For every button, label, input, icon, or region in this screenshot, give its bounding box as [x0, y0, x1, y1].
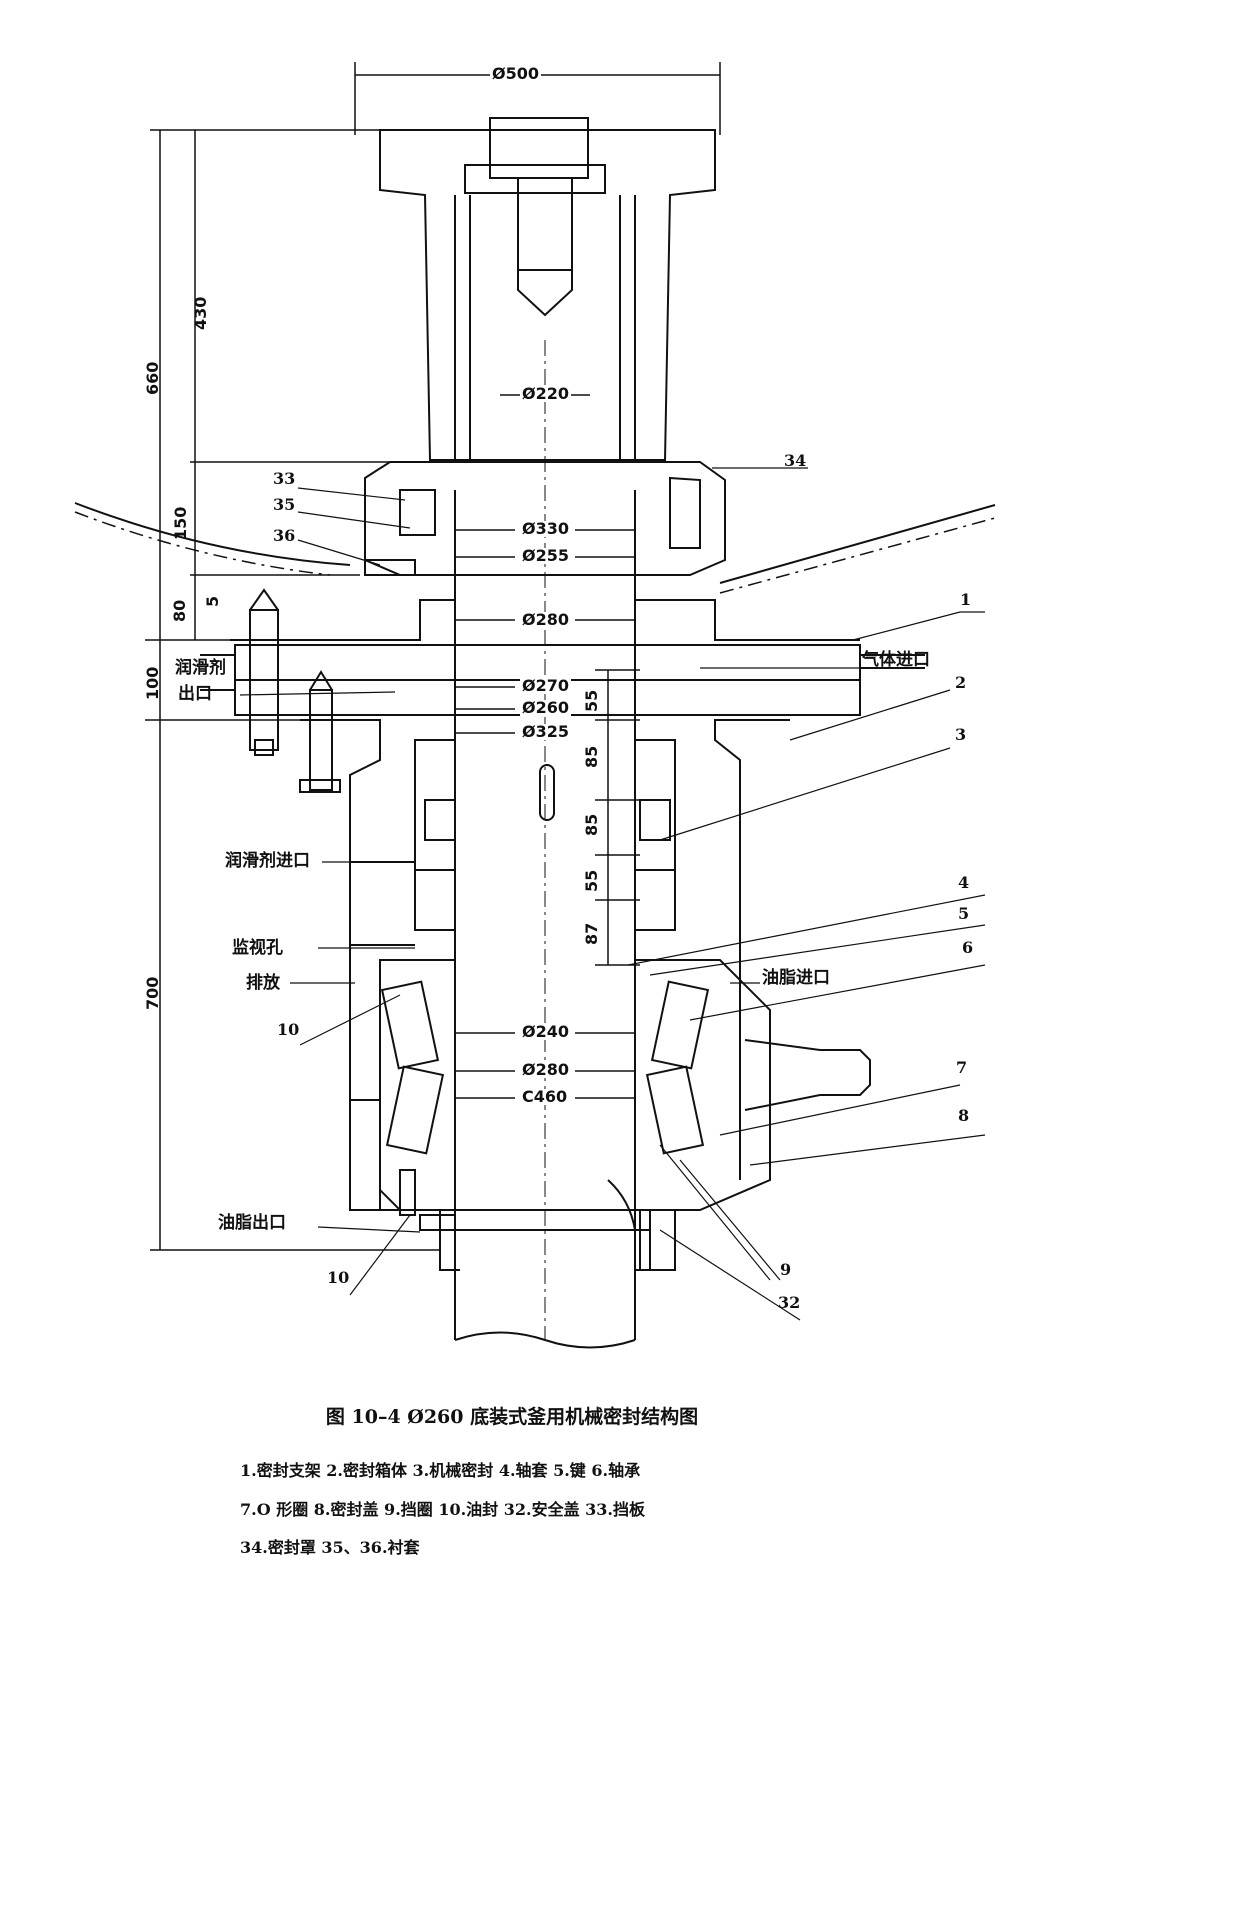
dim-diameter-260: Ø260 — [520, 698, 571, 717]
vessel-wall — [74, 502, 996, 594]
dim-diameter-220: Ø220 — [520, 384, 571, 403]
dim-vertical-660: 660 — [143, 361, 162, 395]
label-sight-hole: 监视孔 — [232, 938, 283, 958]
dim-vertical-150: 150 — [171, 506, 190, 540]
part-number-36: 36 — [273, 526, 296, 545]
label-lubricant-outlet-line1: 润滑剂 — [175, 658, 226, 678]
part-number-10-lower: 10 — [327, 1268, 350, 1287]
label-gas-inlet: 气体进口 — [862, 650, 930, 670]
dim-diameter-500: Ø500 — [490, 64, 541, 83]
part-number-5: 5 — [958, 904, 970, 923]
dim-vertical-55-upper: 55 — [582, 689, 601, 712]
dim-diameter-270: Ø270 — [520, 676, 571, 695]
label-grease-outlet: 油脂出口 — [218, 1213, 286, 1233]
label-grease-inlet: 油脂进口 — [762, 968, 830, 988]
part-number-8: 8 — [958, 1106, 970, 1125]
legend-line-1: 1.密封支架 2.密封箱体 3.机械密封 4.轴套 5.键 6.轴承 — [240, 1461, 641, 1480]
figure-caption: 图 10–4 Ø260 底装式釜用机械密封结构图 — [325, 1406, 699, 1428]
dim-vertical-5: 5 — [203, 595, 222, 607]
dim-vertical-85-upper: 85 — [582, 745, 601, 768]
part-number-32: 32 — [778, 1293, 801, 1312]
legend-line-2: 7.O 形圈 8.密封盖 9.挡圈 10.油封 32.安全盖 33.挡板 — [240, 1500, 645, 1519]
dim-vertical-430: 430 — [191, 296, 210, 330]
dim-diameter-460: C460 — [520, 1087, 570, 1106]
part-number-1: 1 — [960, 590, 972, 609]
part-number-9: 9 — [780, 1260, 792, 1279]
part-number-6: 6 — [962, 938, 974, 957]
dim-vertical-80: 80 — [170, 599, 189, 622]
mechanical-seal-drawing — [74, 62, 996, 1349]
dim-vertical-55-lower: 55 — [582, 869, 601, 892]
part-number-10-upper: 10 — [277, 1020, 300, 1039]
dim-vertical-85-lower: 85 — [582, 813, 601, 836]
dim-vertical-87: 87 — [582, 922, 601, 945]
label-lubricant-inlet: 润滑剂进口 — [225, 851, 310, 871]
dim-diameter-255: Ø255 — [520, 546, 571, 565]
dimension-lines — [145, 62, 721, 1251]
label-lubricant-outlet-line2: 出口 — [178, 684, 212, 704]
label-drain: 排放 — [246, 973, 280, 993]
part-number-33: 33 — [273, 469, 296, 488]
dim-diameter-330: Ø330 — [520, 519, 571, 538]
part-number-2: 2 — [955, 673, 967, 692]
top-flange — [379, 117, 716, 461]
part-number-34: 34 — [784, 451, 807, 470]
seal-cover-34 — [364, 461, 726, 576]
dim-diameter-280-upper: Ø280 — [520, 610, 571, 629]
part-number-3: 3 — [955, 725, 967, 744]
bearing-housing — [349, 959, 871, 1271]
dim-diameter-280-lower: Ø280 — [520, 1060, 571, 1079]
dim-vertical-700: 700 — [143, 976, 162, 1010]
part-number-4: 4 — [958, 873, 970, 892]
legend-line-3: 34.密封罩 35、36.衬套 — [240, 1538, 420, 1557]
part-number-35: 35 — [273, 495, 296, 514]
dim-diameter-325: Ø325 — [520, 722, 571, 741]
dim-diameter-240: Ø240 — [520, 1022, 571, 1041]
studs — [249, 588, 341, 793]
part-number-7: 7 — [956, 1058, 968, 1077]
leader-lines — [239, 467, 986, 1321]
dim-vertical-100: 100 — [143, 666, 162, 700]
